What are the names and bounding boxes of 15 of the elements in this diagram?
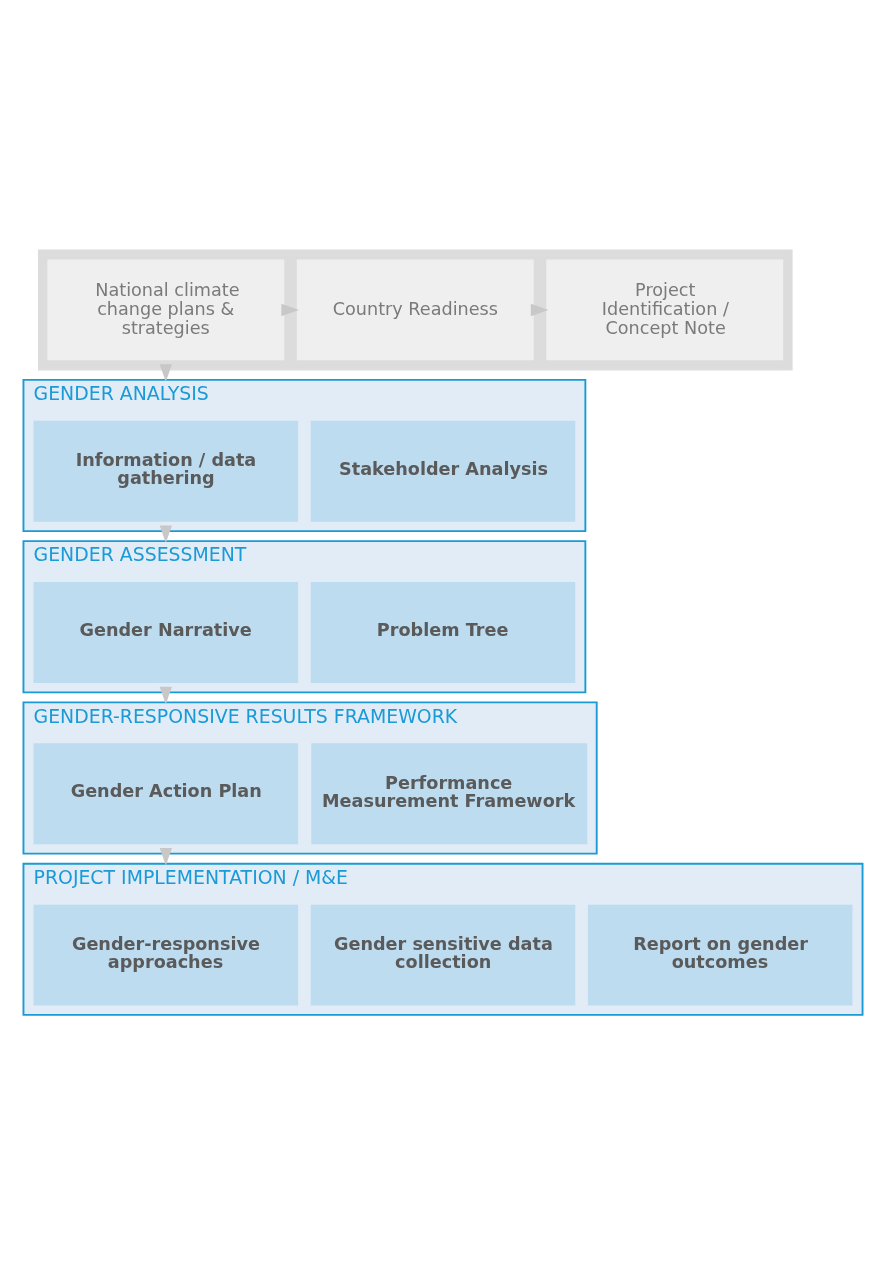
arrow	[159, 847, 172, 866]
node-box: Gender-responsive approaches	[33, 904, 299, 1006]
node-box: Report on gender outcomes	[587, 904, 853, 1006]
arrow	[159, 686, 172, 705]
node-box: Gender sensitive data collection	[310, 904, 576, 1006]
node-box: Gender Narrative	[33, 582, 299, 683]
node-box: Project Identification / Concept Note	[546, 259, 784, 361]
node-box: Problem Tree	[310, 582, 576, 683]
node-box: Performance Measurement Framework	[311, 743, 588, 845]
arrow	[159, 364, 172, 382]
node-box: Gender Action Plan	[33, 743, 299, 845]
node-box: Stakeholder Analysis	[310, 420, 576, 522]
node-box: Information / data gathering	[33, 420, 299, 522]
cluster	[37, 249, 793, 371]
arrow	[159, 525, 172, 544]
